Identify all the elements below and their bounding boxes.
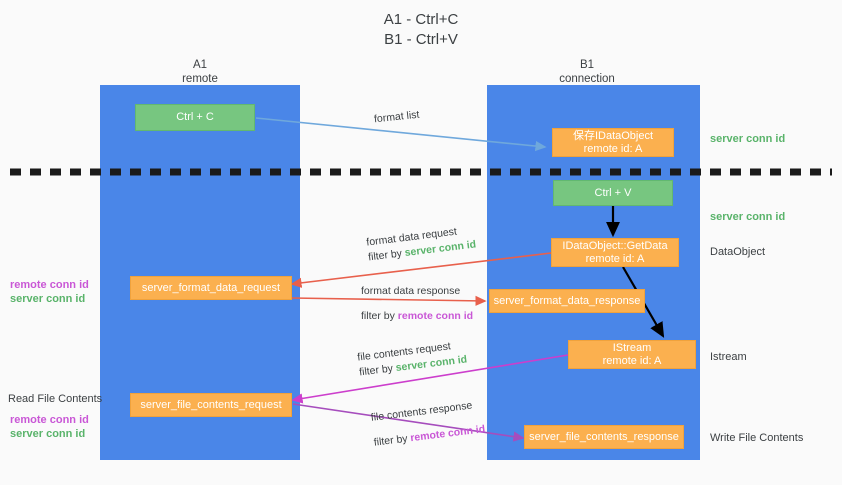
left-label-server-conn-id: server conn id	[10, 293, 86, 305]
left-label-conn-ids-file: remote conn id server conn id	[10, 413, 89, 441]
left-label-read-file-contents-text: Read File Contents	[8, 393, 103, 405]
right-label-write-file-contents: Write File Contents	[710, 432, 804, 444]
right-label-istream: Istream	[710, 351, 747, 363]
column-a1-sub: remote	[182, 73, 218, 85]
arrow-format-data-response	[291, 295, 487, 306]
arrow-format-data-request	[290, 252, 552, 288]
filter-value-remote-conn-id: remote conn id	[397, 310, 474, 322]
column-header-a1: A1 remote	[100, 58, 300, 86]
box-server-format-data-request-label: server_format_data_request	[141, 281, 281, 294]
annotation-format-data-response-filter: filter by remote conn id	[361, 309, 473, 324]
box-server-format-data-response[interactable]: server_format_data_response	[489, 289, 645, 313]
arrow-format-list	[255, 117, 547, 152]
page-title: A1 - Ctrl+C B1 - Ctrl+V	[0, 10, 842, 50]
title-line-2: B1 - Ctrl+V	[384, 31, 458, 48]
arrow-file-contents-request	[291, 354, 569, 404]
box-idataobject-getdata[interactable]: IDataObject::GetData remote id: A	[551, 238, 679, 267]
right-label-server-conn-id-top: server conn id	[710, 133, 786, 145]
box-server-file-contents-response-label: server_file_contents_response	[529, 430, 679, 443]
box-ctrl-c-label: Ctrl + C	[176, 111, 214, 123]
box-idataobject-line2: remote id: A	[583, 142, 643, 155]
box-idataobject-getdata-line1: IDataObject::GetData	[562, 239, 668, 252]
annotation-format-data-response-line1: format data response	[361, 285, 461, 297]
filter-prefix: filter by	[367, 247, 406, 264]
filter-prefix: filter by	[373, 432, 412, 449]
box-idataobject[interactable]: 保存IDataObject remote id: A	[552, 128, 674, 157]
box-istream-line2: remote id: A	[602, 354, 662, 367]
filter-prefix: filter by	[361, 310, 398, 322]
right-label-dataobject: DataObject	[710, 246, 766, 258]
column-a1-name: A1	[192, 59, 208, 71]
column-header-b1: B1 connection	[487, 58, 687, 86]
box-idataobject-getdata-line2: remote id: A	[585, 252, 645, 265]
left-label-remote-conn-id: remote conn id	[10, 279, 89, 291]
left-label-remote-conn-id-2: remote conn id	[10, 414, 89, 426]
box-ctrl-c[interactable]: Ctrl + C	[135, 104, 255, 131]
box-ctrl-v-label: Ctrl + V	[594, 186, 632, 199]
box-idataobject-line1: 保存IDataObject	[572, 129, 654, 142]
filter-prefix: filter by	[358, 362, 397, 379]
box-server-file-contents-response[interactable]: server_file_contents_response	[524, 425, 684, 449]
left-label-server-conn-id-2: server conn id	[10, 428, 86, 440]
column-b1-sub: connection	[559, 73, 615, 85]
box-server-format-data-request[interactable]: server_format_data_request	[130, 276, 292, 300]
box-server-file-contents-request-label: server_file_contents_request	[140, 398, 282, 411]
title-line-1: A1 - Ctrl+C	[383, 11, 459, 28]
arrow-file-contents-response	[292, 403, 525, 442]
annotation-format-data-response: format data response filter by remote co…	[361, 284, 473, 324]
annotation-format-list-text: format list	[373, 108, 420, 126]
left-label-read-file-contents: Read File Contents	[8, 392, 102, 406]
right-label-server-conn-id-mid: server conn id	[710, 211, 786, 223]
box-server-file-contents-request[interactable]: server_file_contents_request	[130, 393, 292, 417]
box-istream-line1: IStream	[612, 341, 652, 354]
column-b1-name: B1	[579, 59, 595, 71]
box-istream[interactable]: IStream remote id: A	[568, 340, 696, 369]
box-ctrl-v[interactable]: Ctrl + V	[553, 180, 673, 206]
box-server-format-data-response-label: server_format_data_response	[493, 294, 641, 307]
left-label-conn-ids-format: remote conn id server conn id	[10, 278, 89, 306]
